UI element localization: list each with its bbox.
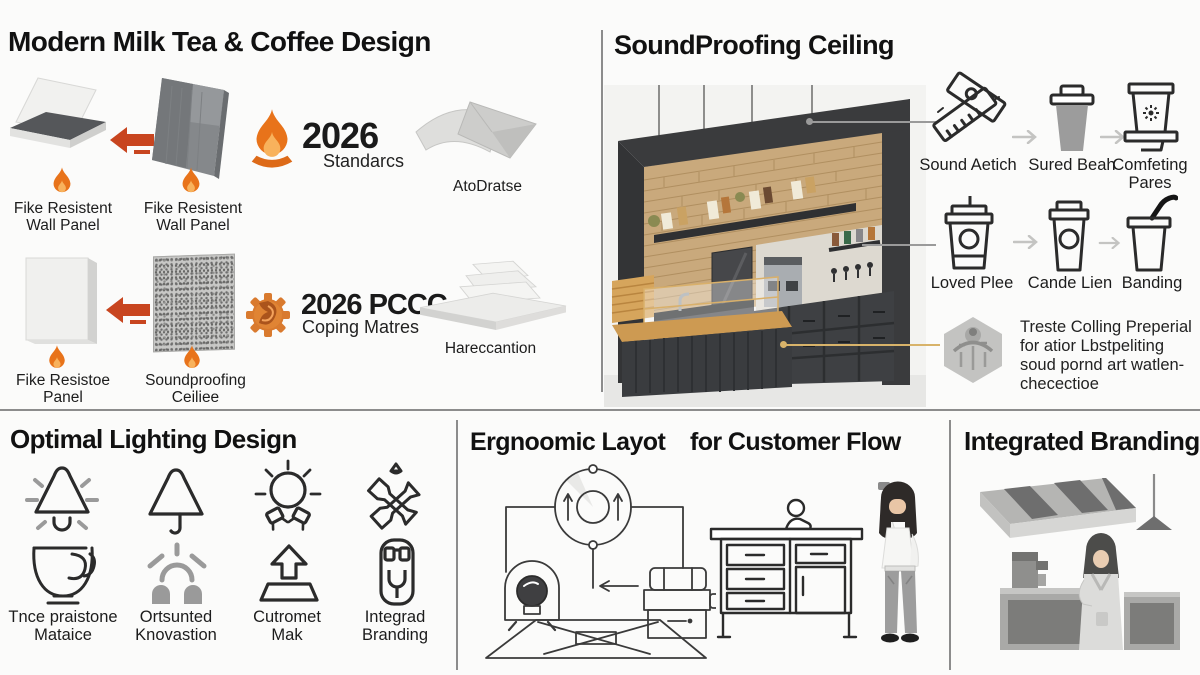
callout-line-top [810,121,936,123]
section-title-soundproofing: SoundProofing Ceiling [614,30,894,60]
standard-sub: Coping Matres [302,317,420,337]
icon-label: Loved Plee [930,274,1014,292]
icon-label: Sound Aetich [919,156,1017,174]
arrow-right-icon [1013,235,1039,249]
lighting-label: Integrad Branding [361,608,429,645]
lighting-label: Ortsunted Knovastion [135,608,217,645]
divider-vertical-bottom-right [949,420,951,670]
paper-cup-sparkle-icon [1120,82,1182,154]
light-bulb-icon [248,458,328,540]
panel-label: AtoDratse [453,178,522,195]
metal-panel-icon [148,74,234,184]
standard-sub: Standarcs [323,151,405,171]
branding-scene [968,462,1198,672]
cup-bent-straw-icon [1120,194,1178,274]
cone-lamp-rays-icon [22,462,102,542]
wall-panel-open-icon [8,76,110,162]
soundproofing-note: Treste Colling Preperial for atior Lbstp… [1020,318,1192,394]
cafe-interior-render [604,85,926,407]
icon-label: Cande Lien [1027,274,1113,292]
section-title-branding: Integrated Branding [964,426,1200,456]
cup-logo-icon [1042,200,1096,274]
panel-label: Soundproofing Ceiliee [145,372,246,407]
lighting-label: Tnce praistone Mataice [8,608,118,645]
standard-year: 2026 [302,115,379,156]
badge-tu-icon [362,536,432,610]
callout-line-mid [862,244,936,246]
cup-straw-icon [938,196,1000,276]
panel-label: Fike Resistent Wall Panel [13,200,113,235]
panel-label: Fike Resistoe Panel [16,372,110,407]
white-panel-icon [24,252,102,348]
acoustic-sheets-icon [412,88,557,170]
measuring-tool-icon [926,70,1012,156]
arrow-left-icon [106,296,152,328]
arrow-right-icon [1012,130,1038,144]
customer-figure [862,476,934,654]
acoustic-hexagon-icon [940,315,1006,385]
icon-label: Comfeting Pares [1112,156,1188,193]
section-title-lighting: Optimal Lighting Design [10,424,297,454]
section-title-ergonomic-left: Ergnoomic Layot [470,428,666,456]
section-title-ergonomic-right: for Customer Flow [690,428,901,456]
speckled-panel-icon [153,253,235,353]
flame-icon [45,344,69,375]
flame-icon [49,166,75,200]
section-title-milk-tea: Modern Milk Tea & Coffee Design [8,26,431,57]
icon-label: Sured Beah [1028,156,1116,174]
cone-lamp-icon [136,462,216,542]
divider-horizontal [0,409,1200,411]
arrow-up-pedestal-icon [250,542,328,608]
cup-swirl-icon [24,540,102,610]
flame-icon [180,344,204,375]
icon-label: Banding [1121,274,1183,292]
gear-rose-icon [245,292,291,338]
arrow-right-icon [1098,237,1122,249]
flame-icon [178,166,204,200]
arrow-right-icon [1100,130,1126,144]
paper-cup-filled-icon [1044,84,1100,154]
flame-large-icon [248,108,296,170]
service-counter-drawing [708,495,866,645]
arrow-left-icon [110,126,156,158]
people-arcs-icon [138,538,216,610]
panel-label: Hareccantion [444,340,537,357]
crumpled-stack-icon [418,258,568,338]
callout-dot [780,341,787,348]
divider-vertical-top [601,30,603,392]
lighting-label: Cutromet Mak [253,608,321,645]
crossed-tools-icon [356,460,436,540]
divider-vertical-bottom-left [456,420,458,670]
panel-label: Fike Resistent Wall Panel [143,200,243,235]
callout-line-bottom [786,344,940,346]
layout-flow-diagram [478,460,716,672]
callout-dot [806,118,813,125]
